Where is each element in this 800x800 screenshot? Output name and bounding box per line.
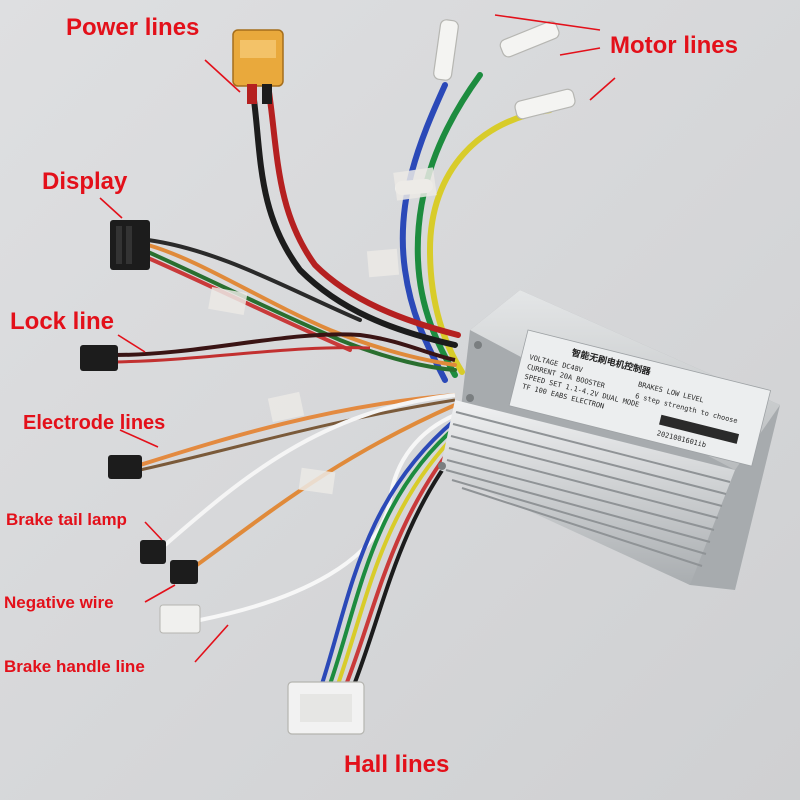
label-electrode-lines: Electrode lines xyxy=(23,412,166,434)
label-brake-handle-line: Brake handle line xyxy=(4,657,145,676)
label-display: Display xyxy=(42,168,128,195)
brake-tail-wire xyxy=(163,393,456,547)
display-wires xyxy=(146,238,457,372)
xt60-connector xyxy=(232,29,284,104)
label-negative-wire: Negative wire xyxy=(4,593,114,612)
electrode-wire xyxy=(139,393,456,467)
brake-handle-wire xyxy=(199,413,456,622)
label-lock-line: Lock line xyxy=(10,308,115,335)
label-hall-lines: Hall lines xyxy=(344,751,450,778)
lock-wire xyxy=(114,332,456,362)
hall-wires xyxy=(318,418,466,692)
label-motor-lines: Motor lines xyxy=(610,32,739,59)
controller-sticker: 智能无刷电机控制器 VOLTAGE DC48V CURRENT 20A BOOS… xyxy=(508,329,772,467)
display-connector xyxy=(110,220,150,270)
motor-bullet-connectors xyxy=(433,19,576,120)
pointer-lines xyxy=(99,14,616,663)
tape-strips xyxy=(208,167,437,495)
label-power-lines: Power lines xyxy=(66,14,200,41)
label-brake-tail-lamp: Brake tail lamp xyxy=(6,510,127,529)
small-connectors xyxy=(80,345,201,634)
power-wires xyxy=(249,82,461,348)
